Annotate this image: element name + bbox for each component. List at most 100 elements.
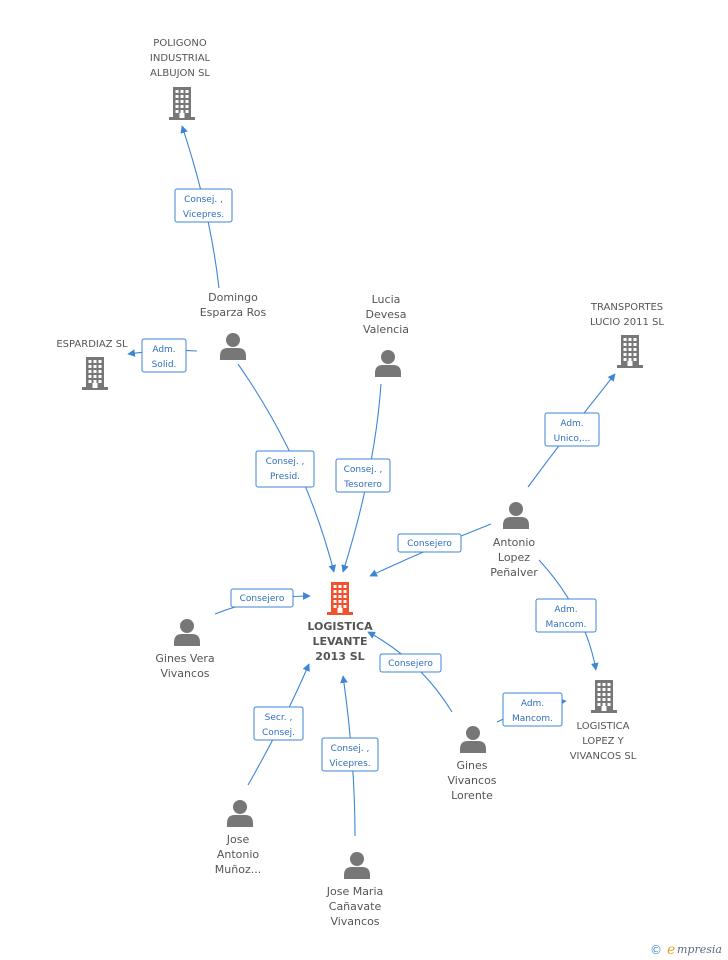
edge-label-box — [502, 692, 563, 727]
node-label-line: POLIGONO — [153, 38, 207, 49]
node-label-line: Antonio — [217, 848, 260, 861]
node-label-line: Cañavate — [329, 900, 382, 913]
edge-label-box — [379, 653, 442, 673]
node-label-line: Peñalver — [490, 566, 538, 579]
footer-brand[interactable]: © e mpresia — [650, 942, 722, 958]
edge-label-text: Secr. , — [265, 713, 293, 723]
person-icon — [344, 852, 370, 879]
edge-label-lucia-levante[interactable]: Consej. , Tesorero — [335, 458, 391, 493]
edge-label-text: Consejero — [388, 659, 433, 669]
building-icon — [591, 680, 617, 713]
building-icon — [327, 582, 353, 615]
edge-label-box — [321, 737, 379, 772]
edge-labels-layer: Consej. , Vicepres. Adm. Solid. Consej. , Pre… — [141, 188, 600, 772]
node-label-line: LEVANTE — [312, 635, 367, 648]
node-label-line: Jose Maria — [326, 885, 384, 898]
node-label-line: LOGISTICA — [307, 620, 373, 633]
edge-label-text: Adm. — [152, 345, 175, 355]
edge-label-domingo-poligono[interactable]: Consej. , Vicepres. — [174, 188, 233, 223]
node-label-line: Devesa — [366, 308, 407, 321]
copyright-symbol: © — [650, 943, 662, 957]
edge-label-text: Presid. — [270, 472, 300, 482]
edge-label-text: Solid. — [152, 360, 177, 370]
edge-label-ginesviv-lopez-sl[interactable]: Adm. Mancom. — [502, 692, 563, 727]
edge-label-text: Vicepres. — [329, 759, 370, 769]
edge-label-text: Consej. , — [266, 457, 305, 467]
node-espardiaz[interactable]: ESPARDIAZ SL — [56, 339, 128, 390]
edge-label-text: Mancom. — [512, 714, 553, 724]
node-label-line: Vivancos — [160, 667, 209, 680]
edge-label-text: Adm. — [521, 699, 544, 709]
node-label-line: Lucia — [372, 293, 401, 306]
edge-label-text: Consej. — [262, 728, 295, 738]
node-label-line: 2013 SL — [315, 650, 364, 663]
edge-label-box — [141, 338, 187, 373]
edge-label-text: Consejero — [240, 594, 285, 604]
node-logistica-levante[interactable]: LOGISTICA LEVANTE 2013 SL — [307, 582, 373, 663]
node-label-line: Valencia — [363, 323, 409, 336]
edge-label-text: Consej. , — [344, 465, 383, 475]
node-label-line: LUCIO 2011 SL — [590, 317, 664, 328]
edge-label-ginesviv-levante[interactable]: Consejero — [379, 653, 442, 673]
person-icon — [174, 619, 200, 646]
edge-label-box — [255, 450, 315, 488]
edge-label-ginesvera-levante[interactable]: Consejero — [230, 588, 294, 608]
edge-label-domingo-espardiaz[interactable]: Adm. Solid. — [141, 338, 187, 373]
building-icon — [169, 87, 195, 120]
edge-label-antonio-levante[interactable]: Consejero — [397, 533, 462, 553]
person-icon — [503, 502, 529, 529]
edge-label-box — [544, 412, 600, 447]
node-label-line: VIVANCOS SL — [570, 751, 637, 762]
edge-label-box — [335, 458, 391, 493]
node-label-line: Muñoz... — [215, 863, 261, 876]
node-label-line: Vivancos — [447, 774, 496, 787]
node-label-line: LOGISTICA — [576, 721, 629, 732]
edge-label-text: Adm. — [560, 419, 583, 429]
brand-name: mpresia — [677, 943, 722, 956]
person-icon — [220, 333, 246, 360]
edge-label-josemaria-levante[interactable]: Consej. , Vicepres. — [321, 737, 379, 772]
building-icon — [82, 357, 108, 390]
node-label-line: TRANSPORTES — [590, 302, 663, 313]
edge-label-antonio-transportes[interactable]: Adm.Unico,... — [544, 412, 600, 447]
node-label-line: Antonio — [493, 536, 536, 549]
node-label-line: LOPEZ Y — [582, 736, 624, 747]
node-label-line: Gines Vera — [155, 652, 214, 665]
edge-label-text: Consej. , — [184, 195, 223, 205]
edge-label-domingo-levante[interactable]: Consej. , Presid. — [255, 450, 315, 488]
node-label-line: Vivancos — [330, 915, 379, 928]
node-label-line: INDUSTRIAL — [150, 53, 211, 64]
edge-label-text: Consej. , — [331, 744, 370, 754]
edge-label-joseantonio-levante[interactable]: Secr. , Consej. — [253, 706, 304, 741]
edge-label-box — [230, 588, 294, 608]
node-label-line: Domingo — [208, 291, 258, 304]
edge-label-antonio-lopez-sl[interactable]: Adm.Mancom. — [535, 598, 597, 633]
edge-label-box — [397, 533, 462, 553]
node-label-line: Esparza Ros — [200, 306, 267, 319]
edge-label-text: Vicepres. — [183, 210, 224, 220]
edge-label-box — [253, 706, 304, 741]
node-logistica-lopez[interactable]: LOGISTICA LOPEZ Y VIVANCOS SL — [570, 680, 637, 762]
node-label-line: Jose — [226, 833, 250, 846]
node-label-line: Gines — [456, 759, 487, 772]
person-icon — [375, 350, 401, 377]
node-label-line: ESPARDIAZ SL — [56, 339, 128, 350]
person-icon — [460, 726, 486, 753]
edge-label-text: Tesorero — [343, 480, 382, 490]
edge-label-text: Consejero — [407, 539, 452, 549]
node-label-line: Lorente — [451, 789, 493, 802]
edge-label-box — [174, 188, 233, 223]
brand-initial: e — [667, 942, 675, 958]
node-jose-antonio[interactable]: JoseAntonioMuñoz... — [215, 800, 261, 876]
node-transportes[interactable]: TRANSPORTES LUCIO 2011 SL — [590, 302, 664, 368]
edge-label-text: Adm. — [554, 605, 577, 615]
